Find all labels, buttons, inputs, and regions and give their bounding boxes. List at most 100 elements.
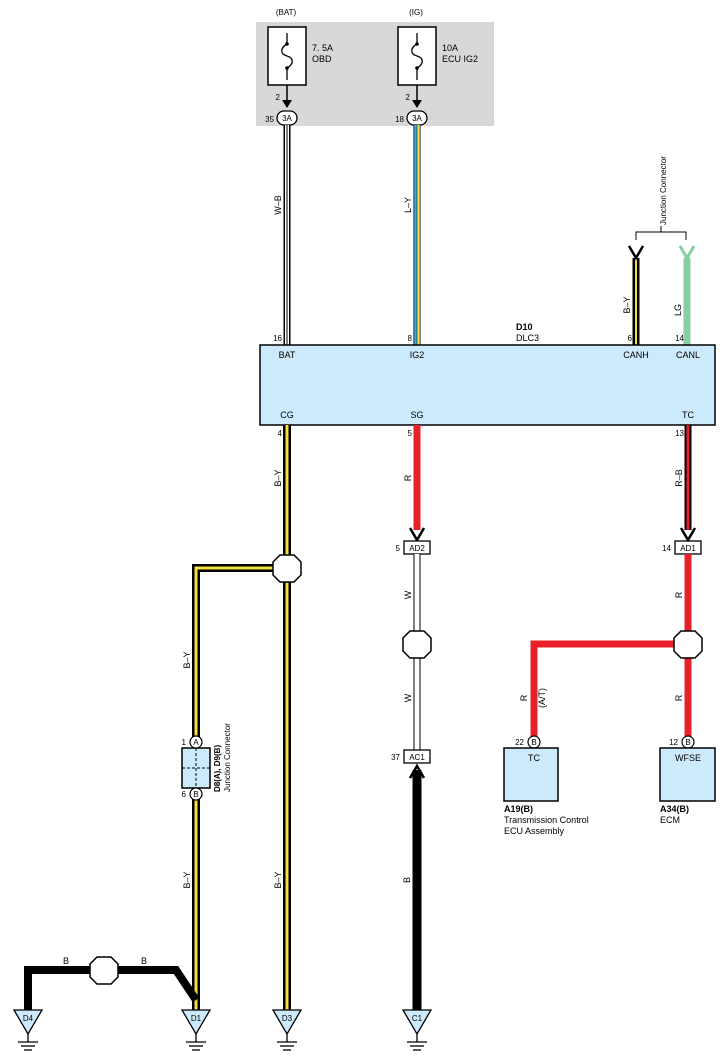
splice-d4 — [89, 956, 119, 985]
wire-b-c1-label: B — [402, 877, 412, 883]
connector-ad1-code: AD1 — [680, 544, 696, 553]
wire-r-right-upper-label: R — [674, 591, 684, 598]
ig-source-label: (IG) — [409, 8, 423, 17]
dlc-name: DLC3 — [516, 333, 539, 343]
tcm-name-line1: Transmission Control — [504, 815, 589, 825]
dlc-pin-bat-num: 16 — [273, 334, 282, 343]
fuse-ecu-terminal-arrow — [412, 100, 422, 108]
splice-sg — [402, 630, 432, 659]
dlc-pin-canh-num: 6 — [628, 334, 633, 343]
dlc3-connector — [259, 344, 716, 426]
wire-l-y — [413, 125, 421, 345]
wire-l-y-label: L–Y — [403, 197, 413, 213]
tc-arrow — [679, 527, 697, 543]
wire-w-lower-label: W — [403, 693, 413, 702]
junction-pin-b-letter: B — [193, 790, 198, 799]
ground-d1-label: D1 — [191, 1014, 202, 1023]
junction-pin-b-num: 6 — [182, 790, 187, 799]
fuse-obd-rating: 7. 5A — [312, 43, 333, 53]
connector-3a-right-code: 3A — [412, 114, 422, 123]
connector-ac1-code: AC1 — [409, 753, 425, 762]
canl-arrow — [678, 245, 696, 261]
bat-source-label: (BAT) — [276, 8, 297, 17]
fuse-obd-name: OBD — [312, 54, 332, 64]
connector-ac1-pin: 37 — [391, 753, 400, 762]
junction-connector-bracket — [635, 226, 687, 240]
tcm-id: A19(B) — [504, 804, 533, 814]
ground-c1-label: C1 — [412, 1014, 423, 1023]
wire-lg-label: LG — [673, 304, 683, 316]
ground-d4 — [12, 1009, 44, 1051]
ground-c1 — [401, 1009, 433, 1051]
fuse-ecu-pin: 2 — [406, 93, 411, 102]
wire-r-tc-label: R — [519, 694, 529, 701]
junction-pin-a-num: 1 — [182, 738, 187, 747]
connector-ac1 — [403, 749, 431, 764]
connector-3a-left-pin: 35 — [265, 115, 274, 124]
tcm-terminal: TC — [528, 753, 540, 763]
fuse-ecu-ig2 — [397, 26, 437, 86]
dlc-id: D10 — [516, 322, 533, 332]
wire-b-y-canh-label: B–Y — [622, 296, 632, 313]
wire-r-right-lower-label: R — [674, 694, 684, 701]
junction-pin-a-letter: A — [193, 738, 199, 747]
wire-w-b-label: W–B — [273, 195, 283, 215]
dlc-pin-ig2-label: IG2 — [410, 350, 425, 360]
fuse-ecu-name: ECU IG2 — [442, 54, 478, 64]
dlc-pin-canl-label: CANL — [676, 350, 700, 360]
wire-b-left-label: B — [63, 956, 69, 966]
connector-ad2-code: AD2 — [409, 544, 425, 553]
connector-3a-right-pin: 18 — [395, 115, 404, 124]
fuse-obd-pin: 2 — [276, 93, 281, 102]
ecm-name-line1: ECM — [660, 815, 680, 825]
junction-connector-top-label: Junction Connector — [659, 156, 668, 225]
sg-arrow — [408, 527, 426, 543]
tcm-pin-letter: B — [531, 738, 536, 747]
fuse-obd-terminal-arrow — [282, 100, 292, 108]
wire-w-upper-label: W — [403, 590, 413, 599]
wire-b-y-left-upper-label: B–Y — [182, 651, 192, 668]
ecm-pin-num: 12 — [669, 738, 678, 747]
ground-d3 — [271, 1009, 303, 1051]
wire-r-tcm — [530, 640, 688, 736]
dlc-pin-cg-num: 4 — [278, 429, 283, 438]
junction-id: D8(A), D9(B) — [213, 745, 222, 792]
ecm-id: A34(B) — [660, 804, 689, 814]
dlc-pin-bat-label: BAT — [279, 350, 296, 360]
wire-b-right-label: B — [141, 956, 147, 966]
dlc-pin-sg-label: SG — [410, 410, 423, 420]
ecm-box — [659, 747, 716, 802]
ground-d1 — [180, 1009, 212, 1051]
splice-cg — [272, 554, 302, 583]
ecm-terminal: WFSE — [675, 753, 701, 763]
connector-ad1-pin: 14 — [662, 544, 671, 553]
canh-arrow — [627, 245, 645, 261]
wire-b-y-left-lower-label: B–Y — [182, 871, 192, 888]
dlc-pin-canh-label: CANH — [623, 350, 649, 360]
fuse-obd — [267, 26, 307, 86]
ecm-pin-letter: B — [685, 738, 690, 747]
dlc-pin-sg-num: 5 — [408, 429, 413, 438]
connector-3a-left-code: 3A — [282, 114, 292, 123]
dlc-pin-tc-label: TC — [682, 410, 694, 420]
dlc-pin-ig2-num: 8 — [408, 334, 413, 343]
wire-b-y-cg-label: B–Y — [273, 469, 283, 486]
fuse-ecu-rating: 10A — [442, 43, 458, 53]
tcm-pin-num: 22 — [515, 738, 524, 747]
wire-b-y-left-branch — [192, 564, 287, 1010]
junction-name: Junction Connector — [223, 723, 232, 792]
ac1-arrow — [408, 763, 426, 779]
tcm-name-line2: ECU Assembly — [504, 826, 565, 836]
dlc-pin-cg-label: CG — [280, 410, 294, 420]
ground-d4-label: D4 — [23, 1014, 34, 1023]
splice-tc — [673, 630, 703, 659]
wire-r-sg-label: R — [403, 474, 413, 481]
dlc-pin-tc-num: 13 — [675, 429, 684, 438]
dlc-pin-canl-num: 14 — [675, 334, 684, 343]
wire-b-y-d3-label: B–Y — [273, 871, 283, 888]
connector-ad2-pin: 5 — [396, 544, 401, 553]
junction-pin-b — [189, 787, 203, 801]
ground-d3-label: D3 — [282, 1014, 293, 1023]
junction-pin-a — [189, 735, 203, 749]
